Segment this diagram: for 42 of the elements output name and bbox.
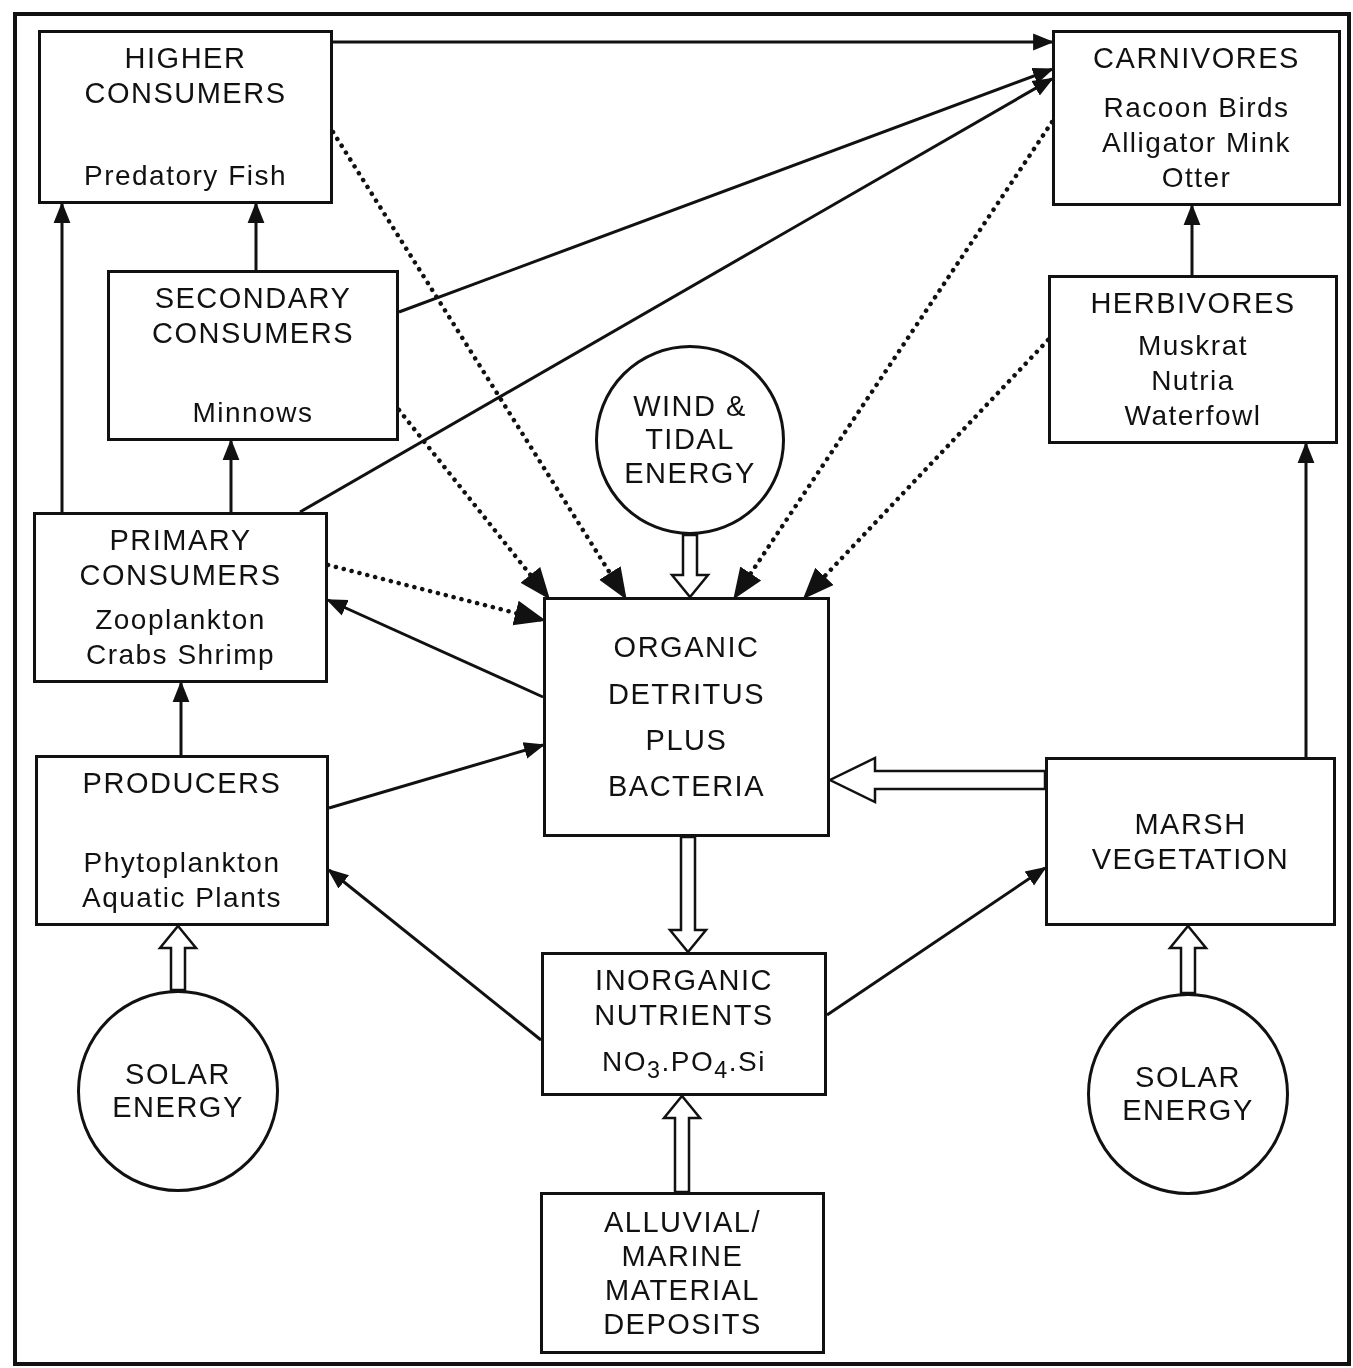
node-label: MARSH VEGETATION [1090, 807, 1291, 876]
hollow-arrow [667, 835, 709, 954]
compartment-box [540, 1192, 825, 1354]
hollow-arrow [827, 756, 1047, 804]
box-body-text: Predatory Fish [83, 159, 288, 193]
box-heading: PRIMARY CONSUMERS [78, 523, 283, 593]
hollow-arrow [661, 1094, 703, 1194]
arrow [299, 77, 1054, 514]
compartment-box [543, 597, 830, 837]
node-label: ORGANIC DETRITUS PLUS BACTERIA [607, 630, 766, 805]
box-heading: HERBIVORES [1090, 286, 1296, 321]
box-body-text: Racoon Birds Alligator Mink Otter [1100, 91, 1293, 195]
compartment-box [1052, 30, 1341, 206]
compartment-box [33, 512, 328, 683]
arrow [327, 868, 542, 1042]
node-label: WIND & TIDAL ENERGY [623, 390, 757, 490]
box-body-text: Minnows [192, 396, 314, 430]
box-body-text: Phytoplankton Aquatic Plants [81, 846, 283, 915]
compartment-box [38, 30, 333, 204]
box-heading: PRODUCERS [82, 766, 282, 801]
box-heading: CARNIVORES [1093, 41, 1300, 76]
node-label: ALLUVIAL/ MARINE MATERIAL DEPOSITS [602, 1204, 763, 1342]
box-body-text: Muskrat Nutria Waterfowl [1123, 329, 1263, 433]
node-label: SOLAR ENERGY [111, 1057, 245, 1125]
hollow-arrow [157, 924, 199, 992]
compartment-box [1048, 275, 1338, 444]
compartment-box [541, 952, 827, 1096]
arrow [826, 866, 1047, 1017]
box-body-text: Zooplankton Crabs Shrimp [84, 603, 277, 672]
box-heading: INORGANIC NUTRIENTS [593, 963, 775, 1033]
node-label: SOLAR ENERGY [1121, 1060, 1255, 1128]
compartment-box [107, 270, 399, 441]
hollow-arrow [669, 533, 711, 599]
hollow-arrow [1167, 924, 1209, 995]
compartment-box [35, 755, 329, 926]
box-heading: HIGHER CONSUMERS [83, 41, 288, 111]
box-body-text: NO$_{3}$.PO$_{4}$.Si [602, 1045, 766, 1085]
arrow [326, 598, 544, 699]
box-heading: SECONDARY CONSUMERS [151, 281, 355, 351]
arrow [328, 742, 545, 810]
compartment-box [1045, 757, 1336, 926]
arrow [398, 67, 1054, 314]
